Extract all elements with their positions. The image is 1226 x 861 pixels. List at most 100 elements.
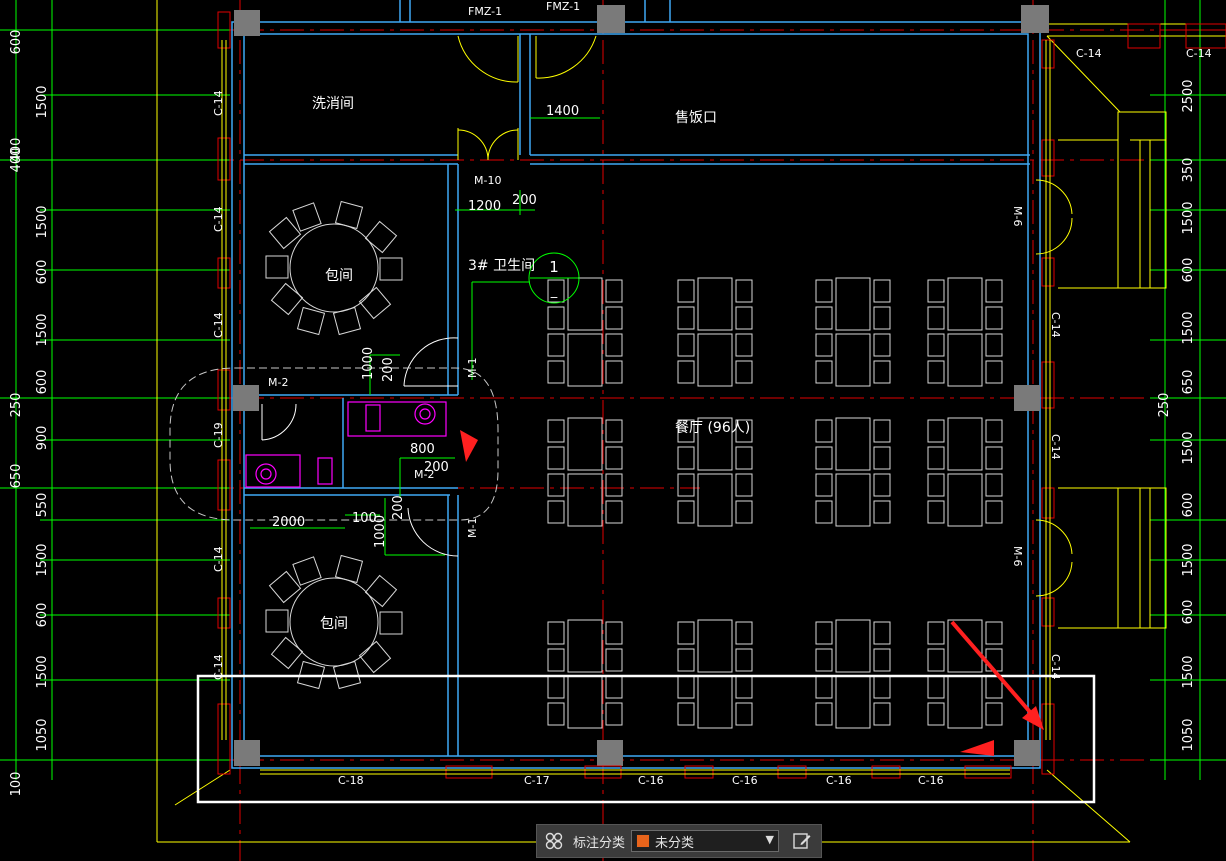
category-dropdown-value: 未分类 xyxy=(655,835,695,851)
selection-highlight-box[interactable] xyxy=(196,674,1096,804)
window-label-c14-right-2: C-14 xyxy=(1049,434,1062,460)
table-bottom-3-2 xyxy=(947,675,983,729)
chair-right-3-1-0 xyxy=(985,419,1003,443)
right-inner-dim-9: 600 xyxy=(1181,600,1196,625)
room-label-private-2: 包间 xyxy=(320,616,348,632)
right-inner-dim-8: 1500 xyxy=(1181,543,1196,576)
chair-right-3-1-3 xyxy=(985,500,1003,524)
table-top-1-2 xyxy=(697,619,733,673)
chair-right-0-2-0 xyxy=(605,621,623,645)
chair-left-1-1-1 xyxy=(677,446,695,470)
chair-left-2-0-1 xyxy=(815,306,833,330)
edit-icon[interactable] xyxy=(787,826,817,856)
table-bottom-0-0 xyxy=(567,333,603,387)
table-bottom-3-0 xyxy=(947,333,983,387)
window-label-c14-top-1: C-14 xyxy=(1076,47,1102,60)
window-label-c18: C-18 xyxy=(338,774,364,787)
right-outer-dim-0: 250 xyxy=(1157,393,1172,418)
dim-1000-b: 1000 xyxy=(373,515,388,548)
left-outer-dim-2: 400 xyxy=(9,148,24,173)
chair-right-2-0-1 xyxy=(873,306,891,330)
table-top-1-1 xyxy=(697,417,733,471)
room-label-serving: 售饭口 xyxy=(675,110,717,126)
chair-left-0-1-1 xyxy=(547,446,565,470)
dim-200-b: 200 xyxy=(381,357,396,382)
chair-left-1-2-3 xyxy=(677,702,695,726)
window-label-c17: C-17 xyxy=(524,774,550,787)
chair-left-3-0-1 xyxy=(927,306,945,330)
chair-left-1-2-0 xyxy=(677,621,695,645)
window-glass-lines xyxy=(221,40,1051,775)
table-top-2-1 xyxy=(835,417,871,471)
dim-200-a: 200 xyxy=(512,193,537,208)
dim-2000: 2000 xyxy=(272,515,305,530)
chair-left-2-0-0 xyxy=(815,279,833,303)
window-frames xyxy=(217,11,1226,779)
table-bottom-0-2 xyxy=(567,675,603,729)
chair-left-1-0-1 xyxy=(677,306,695,330)
table-top-0-0 xyxy=(567,277,603,331)
right-inner-dim-1: 350 xyxy=(1181,158,1196,183)
window-label-c19-left: C-19 xyxy=(212,422,225,448)
category-dropdown[interactable]: 未分类 ▼ xyxy=(631,830,780,852)
table-top-3-2 xyxy=(947,619,983,673)
table-top-2-2 xyxy=(835,619,871,673)
chair-right-3-2-0 xyxy=(985,621,1003,645)
door-label-fmz1-a: FMZ-1 xyxy=(468,5,502,18)
chair-right-0-0-2 xyxy=(605,333,623,357)
window-label-c14-left-2: C-14 xyxy=(212,206,225,232)
chair-right-1-1-0 xyxy=(735,419,753,443)
chair-left-2-1-3 xyxy=(815,500,833,524)
chair-right-3-0-3 xyxy=(985,360,1003,384)
table-bottom-2-1 xyxy=(835,473,871,527)
chair-left-2-1-1 xyxy=(815,446,833,470)
round-table-1 xyxy=(265,200,403,336)
chair-left-3-2-2 xyxy=(927,675,945,699)
annotation-toolbar: 标注分类 未分类 ▼ xyxy=(536,824,822,858)
left-outer-dim-0: 600 xyxy=(9,30,24,55)
window-label-c16-3: C-16 xyxy=(826,774,852,787)
inner-dimensions: 1400 1200 200 1000 200 800 200 2000 100 … xyxy=(272,104,579,548)
left-inner-dim-6: 550 xyxy=(35,493,50,518)
grid-icon[interactable] xyxy=(539,826,569,856)
chair-left-2-0-2 xyxy=(815,333,833,357)
table-top-3-0 xyxy=(947,277,983,331)
left-inner-dim-9: 1500 xyxy=(35,655,50,688)
door-label-m2-a: M-2 xyxy=(268,376,288,389)
chair-left-2-2-2 xyxy=(815,675,833,699)
chair-left-1-2-2 xyxy=(677,675,695,699)
chair-left-3-2-0 xyxy=(927,621,945,645)
chair-right-2-0-2 xyxy=(873,333,891,357)
window-label-c16-2: C-16 xyxy=(732,774,758,787)
door-swings-white xyxy=(261,337,459,557)
chair-right-0-0-1 xyxy=(605,306,623,330)
door-label-m6-b: M-6 xyxy=(1011,546,1024,566)
chair-right-1-1-1 xyxy=(735,446,753,470)
door-labels: FMZ-1 FMZ-1 M-10 M-2 M-2 M-1 M-1 M-6 M-6 xyxy=(268,0,1024,566)
left-inner-dim-1: 1500 xyxy=(35,205,50,238)
table-bottom-3-1 xyxy=(947,473,983,527)
chair-right-2-1-1 xyxy=(873,446,891,470)
chair-right-1-2-0 xyxy=(735,621,753,645)
chair-left-0-0-0 xyxy=(547,279,565,303)
outer-dimensions: 6004004002506501001500150060015006009005… xyxy=(9,30,1196,797)
chair-left-0-2-0 xyxy=(547,621,565,645)
chair-left-3-1-0 xyxy=(927,419,945,443)
window-label-c14-right-1: C-14 xyxy=(1049,312,1062,338)
chair-right-3-1-2 xyxy=(985,473,1003,497)
leader-lines xyxy=(250,117,600,556)
red-arrow-annotation xyxy=(460,430,1044,756)
sanitary-fixtures xyxy=(245,401,447,488)
left-outer-dim-1: 400 xyxy=(9,138,24,163)
window-label-c14-left-3: C-14 xyxy=(212,312,225,338)
chair-left-0-2-3 xyxy=(547,702,565,726)
chair-left-3-1-1 xyxy=(927,446,945,470)
chevron-down-icon: ▼ xyxy=(765,833,775,846)
chair-right-1-0-2 xyxy=(735,333,753,357)
window-label-c14-left-5: C-14 xyxy=(212,654,225,680)
structural-columns xyxy=(233,5,1049,766)
chair-left-2-2-3 xyxy=(815,702,833,726)
chair-right-3-0-0 xyxy=(985,279,1003,303)
right-inner-dim-7: 600 xyxy=(1181,493,1196,518)
